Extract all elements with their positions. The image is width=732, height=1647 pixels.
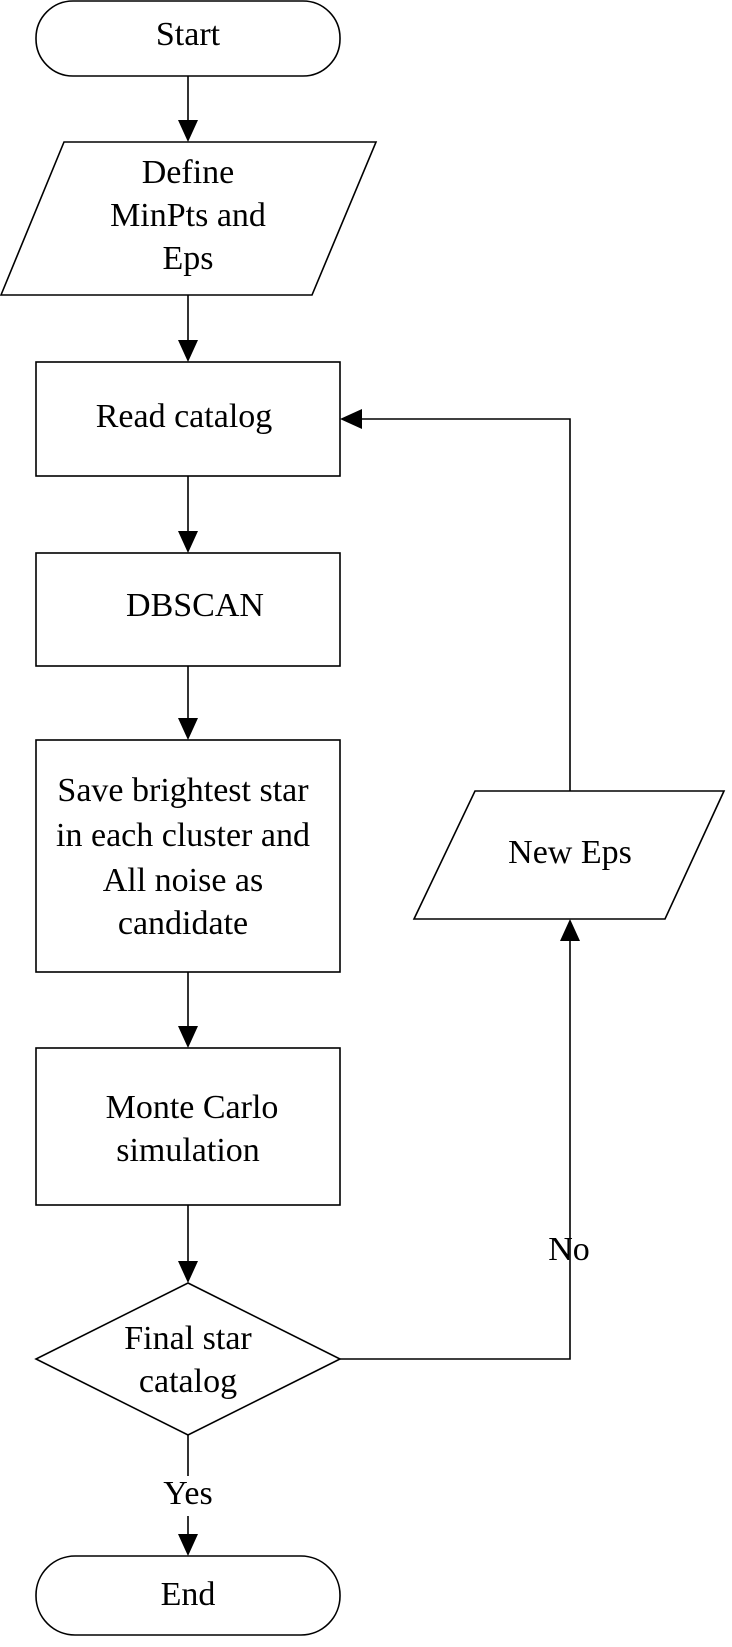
arrowhead-define [178,120,198,142]
arrowhead-end [178,1534,198,1556]
start-label: Start [156,16,221,53]
arrowhead-dbscan [178,531,198,553]
arrowhead-read [178,340,198,362]
monte-carlo-label-line1: Monte Carlo [106,1089,279,1126]
read-catalog-box [35,361,341,477]
define-label-line1: Define [142,154,235,191]
edge-decision-to-neweps [340,941,571,1360]
monte-carlo-label-line2: simulation [116,1132,260,1169]
new-eps-parallelogram [412,790,726,920]
define-label-line2: MinPts and [110,197,266,234]
arrowhead-save [178,718,198,740]
yes-edge-label: Yes [163,1475,212,1512]
arrowhead-read-loop [340,409,362,429]
save-candidates-box [35,739,341,973]
end-label: End [161,1576,216,1613]
yes-label-background [160,1476,216,1516]
save-label-line3: All noise as [103,862,264,899]
arrowhead-neweps [560,919,580,941]
dbscan-label: DBSCAN [126,587,264,624]
monte-carlo-box [35,1047,341,1206]
new-eps-label: New Eps [508,834,632,871]
define-params-parallelogram [0,141,378,296]
read-catalog-label: Read catalog [96,398,273,435]
define-label-line3: Eps [163,240,214,277]
no-edge-label: No [548,1231,590,1268]
save-label-line2: in each cluster and [56,817,310,854]
save-label-line1: Save brightest star [57,772,309,809]
save-label-line4: candidate [118,905,248,942]
final-catalog-decision [34,1282,342,1436]
decision-label-line2: catalog [139,1363,237,1400]
decision-label-line1: Final star [124,1320,252,1357]
edge-neweps-to-read [362,418,571,791]
arrowhead-decision [178,1261,198,1283]
arrowhead-montecarlo [178,1026,198,1048]
